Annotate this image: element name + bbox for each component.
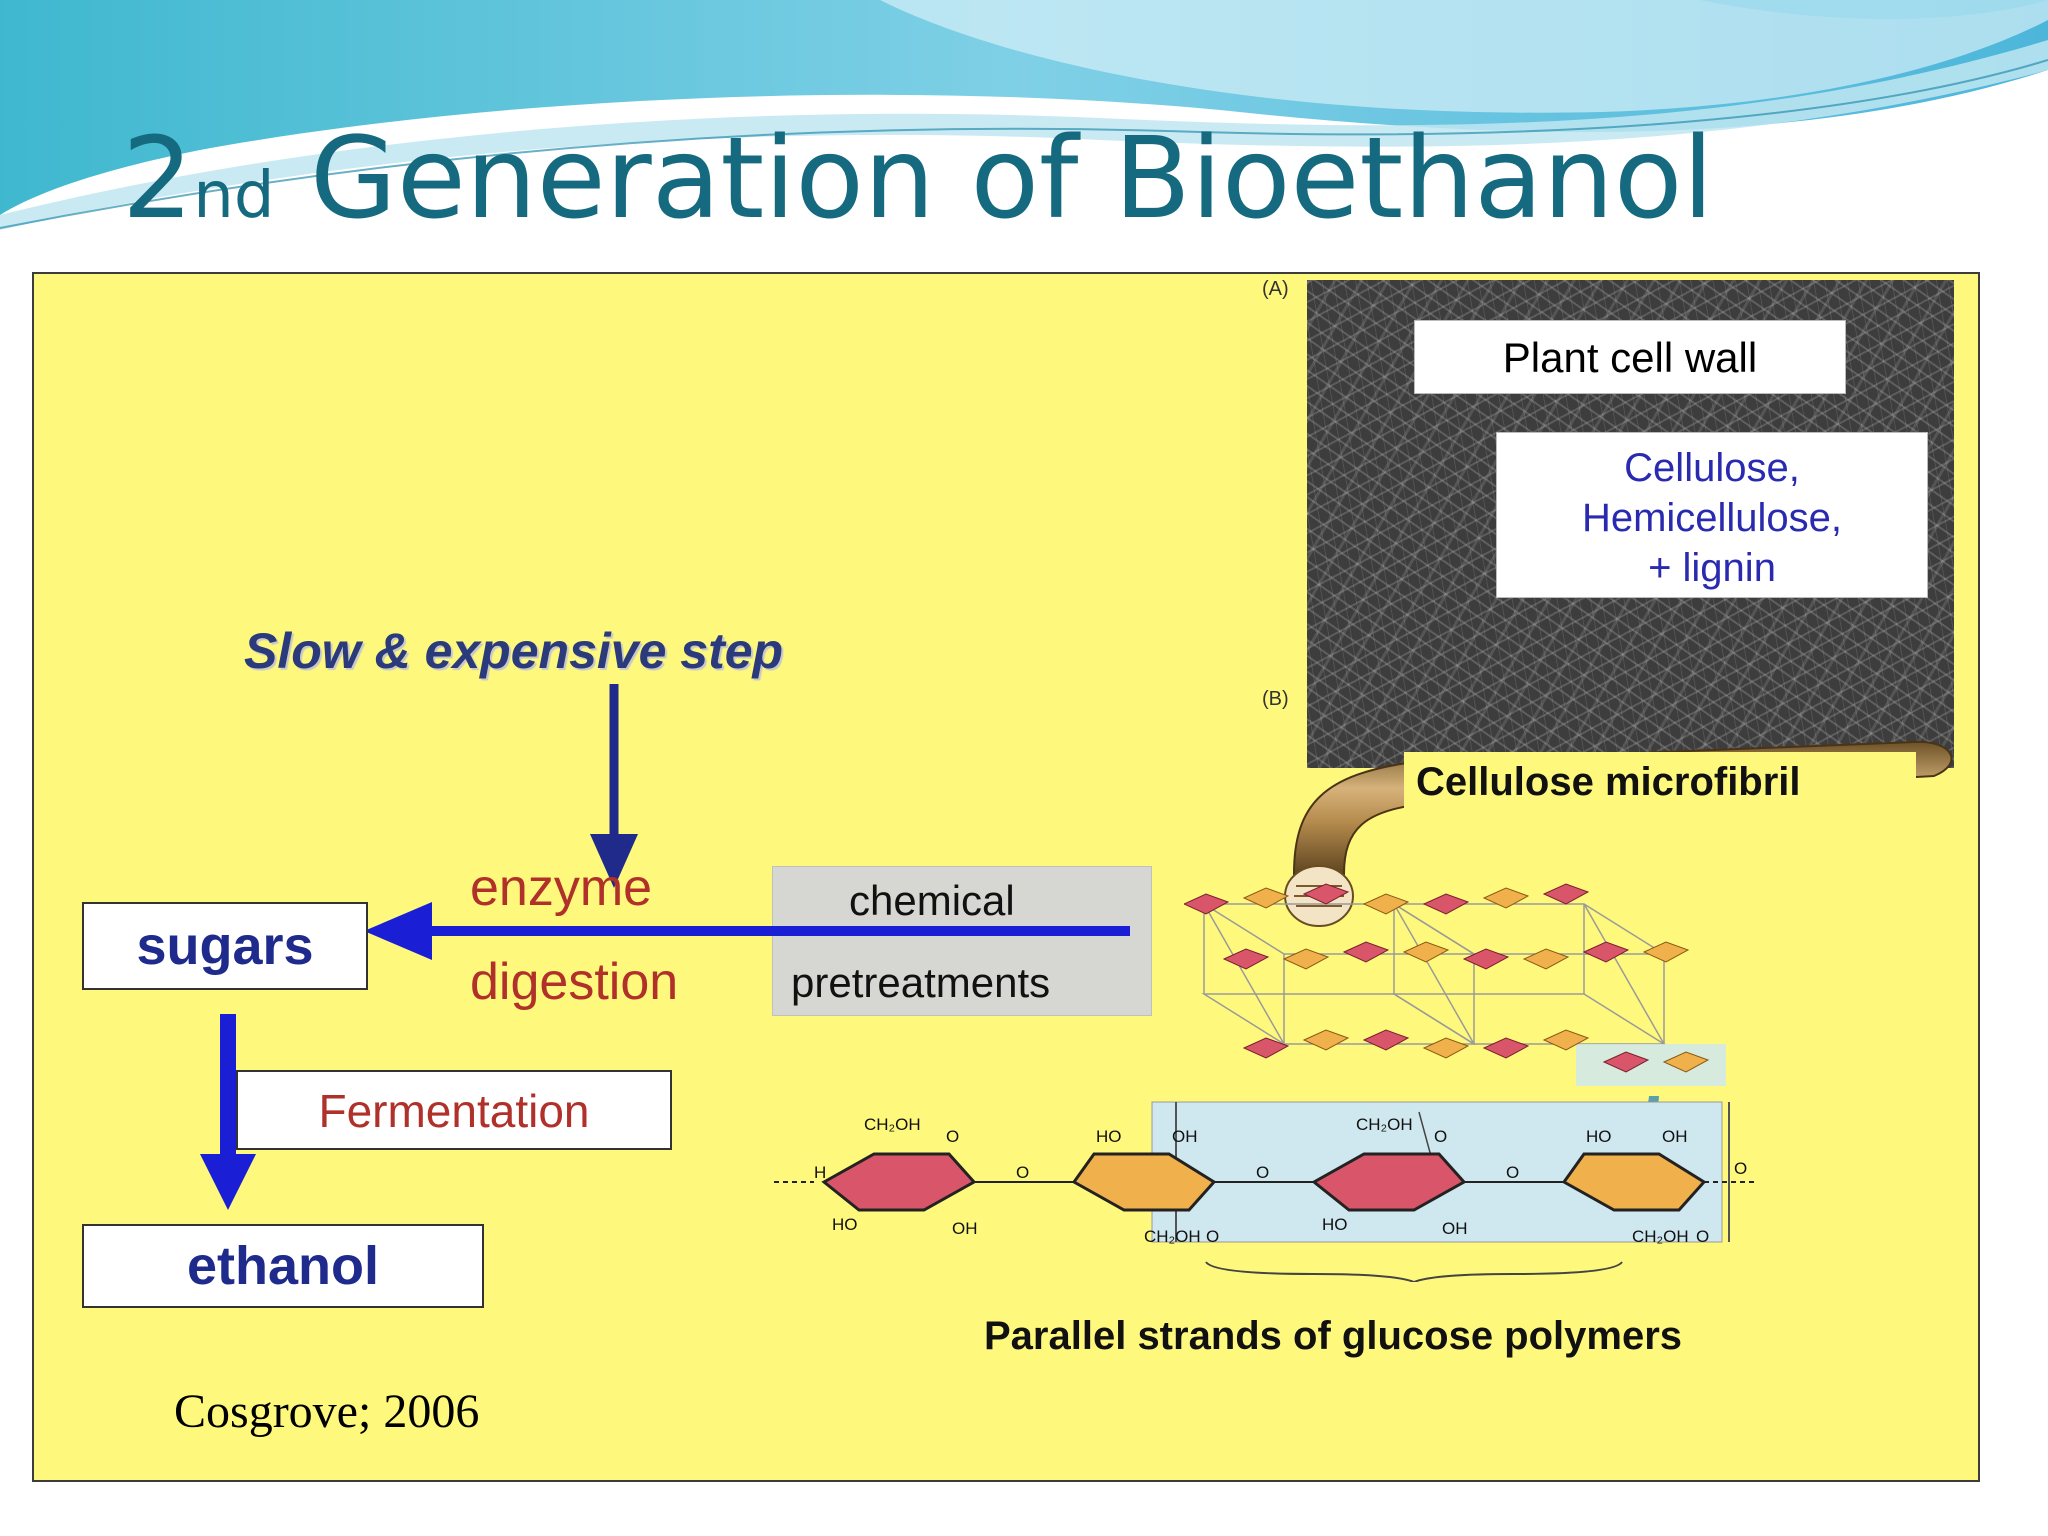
panel-label-a: (A) — [1262, 278, 1289, 300]
lignin-text: + lignin — [1648, 546, 1776, 590]
svg-text:OH: OH — [1172, 1127, 1198, 1146]
svg-text:O: O — [1016, 1163, 1029, 1182]
microfibril-caption-bg — [1404, 752, 1916, 822]
svg-text:HO: HO — [1322, 1215, 1348, 1234]
glucose-ring-1 — [821, 1152, 977, 1212]
glucose-polymers-caption: Parallel strands of glucose polymers — [984, 1314, 1683, 1358]
svg-text:O: O — [1256, 1163, 1269, 1182]
fermentation-label: Fermentation — [236, 1070, 672, 1150]
cellulose-text: Cellulose, — [1624, 446, 1800, 490]
svg-text:OH: OH — [1662, 1127, 1688, 1146]
sugars-box: sugars — [82, 902, 368, 990]
svg-text:CH₂OH: CH₂OH — [1632, 1227, 1689, 1246]
chemical-text: chemical — [849, 877, 1015, 924]
svg-text:CH₂OH: CH₂OH — [1356, 1115, 1413, 1134]
slow-step-arrow — [590, 684, 638, 888]
chemical-pretreatments-box: chemical pretreatments — [772, 866, 1152, 1016]
slide-title: 2nd Generation of Bioethanol — [122, 114, 1714, 244]
pretreatments-text: pretreatments — [791, 959, 1051, 1006]
svg-text:HO: HO — [1586, 1127, 1612, 1146]
microfibril-caption: Cellulose microfibril — [1416, 760, 1801, 804]
svg-text:O: O — [1696, 1227, 1709, 1246]
svg-text:HO: HO — [1096, 1127, 1122, 1146]
svg-text:CH₂OH: CH₂OH — [864, 1115, 921, 1134]
hemicellulose-text: Hemicellulose, — [1581, 496, 1843, 540]
plant-cell-wall-label: Plant cell wall — [1414, 320, 1846, 394]
cellulose-lattice-illustration — [1184, 883, 1726, 1104]
citation: Cosgrove; 2006 — [174, 1385, 480, 1438]
diagram-panel: (A) (B) Plant cell wall Cellulose, Hemic… — [32, 272, 1980, 1482]
svg-text:O: O — [1206, 1227, 1219, 1246]
digestion-arrow — [364, 902, 1130, 960]
enzyme-text: enzyme — [470, 859, 653, 917]
svg-text:O: O — [1734, 1159, 1747, 1178]
digestion-text: digestion — [470, 953, 679, 1011]
cell-wall-components-label: Cellulose, Hemicellulose, + lignin — [1496, 432, 1928, 598]
svg-text:O: O — [946, 1127, 959, 1146]
slow-step-note: Slow & expensive step — [244, 623, 784, 679]
fermentation-arrow — [200, 1014, 256, 1210]
glucose-atom-labels: O CH₂OH H HO OH O HO OH CH₂OH O O CH₂OH … — [814, 1115, 1747, 1246]
header-wave-decoration — [0, 0, 2048, 230]
svg-text:O: O — [1434, 1127, 1447, 1146]
svg-text:OH: OH — [952, 1219, 978, 1238]
svg-text:CH₂OH: CH₂OH — [1144, 1227, 1201, 1246]
svg-text:O: O — [1506, 1163, 1519, 1182]
svg-text:HO: HO — [832, 1215, 858, 1234]
title-superscript: nd — [193, 159, 275, 233]
ethanol-box: ethanol — [82, 1224, 484, 1308]
svg-text:OH: OH — [1442, 1219, 1468, 1238]
svg-text:H: H — [814, 1163, 826, 1182]
glucose-polymer-illustration: O CH₂OH H HO OH O HO OH CH₂OH O O CH₂OH … — [774, 1101, 1754, 1282]
panel-label-b: (B) — [1262, 688, 1289, 710]
lattice-sugar-units — [1184, 883, 1710, 1073]
